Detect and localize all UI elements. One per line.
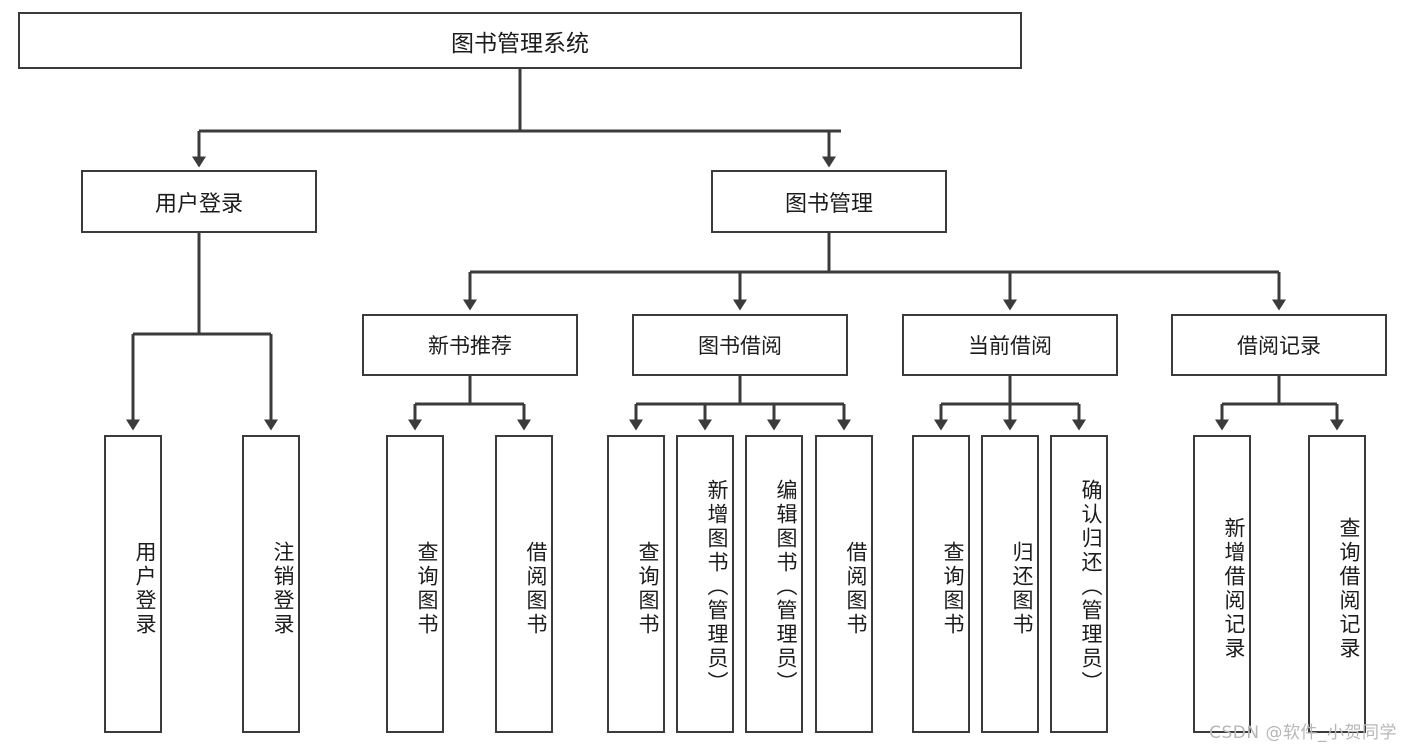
node-leaf-borrow-book-1-label: 借阅图书: [524, 541, 548, 637]
node-book-manage-label: 图书管理: [784, 191, 873, 217]
node-leaf-borrow-book-1[interactable]: 借阅图书: [495, 435, 553, 733]
node-current-borrow[interactable]: 当前借阅: [902, 314, 1118, 376]
node-leaf-edit-book-label: 编辑图书（管理员）: [774, 479, 798, 695]
node-leaf-user-login[interactable]: 用户登录: [104, 435, 162, 733]
node-leaf-add-book-label: 新增图书（管理员）: [705, 479, 729, 695]
node-leaf-query-book-1[interactable]: 查询图书: [386, 435, 444, 733]
node-new-book-rec-label: 新书推荐: [428, 334, 512, 358]
node-book-manage[interactable]: 图书管理: [711, 170, 947, 233]
node-leaf-query-record[interactable]: 查询借阅记录: [1308, 435, 1366, 733]
node-leaf-confirm-return[interactable]: 确认归还（管理员）: [1050, 435, 1108, 733]
node-user-login-label: 用户登录: [154, 191, 243, 217]
node-leaf-return-book-label: 归还图书: [1010, 541, 1034, 637]
node-root-label: 图书管理系统: [451, 30, 589, 57]
node-leaf-query-book-2-label: 查询图书: [636, 541, 660, 637]
node-leaf-add-record-label: 新增借阅记录: [1222, 517, 1246, 661]
node-leaf-query-book-2[interactable]: 查询图书: [607, 435, 665, 733]
watermark: CSDN @软件_小贺同学: [1209, 723, 1397, 743]
node-leaf-query-book-3[interactable]: 查询图书: [912, 435, 970, 733]
node-current-borrow-label: 当前借阅: [968, 334, 1052, 358]
node-leaf-user-login-label: 用户登录: [133, 541, 157, 637]
node-leaf-logout-label: 注销登录: [271, 541, 295, 637]
node-leaf-edit-book[interactable]: 编辑图书（管理员）: [745, 435, 803, 733]
node-user-login[interactable]: 用户登录: [81, 170, 317, 233]
node-root[interactable]: 图书管理系统: [18, 12, 1022, 69]
node-leaf-borrow-book-2-label: 借阅图书: [844, 541, 868, 637]
node-leaf-borrow-book-2[interactable]: 借阅图书: [815, 435, 873, 733]
node-leaf-add-record[interactable]: 新增借阅记录: [1193, 435, 1251, 733]
node-leaf-query-book-1-label: 查询图书: [415, 541, 439, 637]
node-book-borrow-label: 图书借阅: [698, 334, 782, 358]
node-leaf-query-book-3-label: 查询图书: [941, 541, 965, 637]
node-borrow-record[interactable]: 借阅记录: [1171, 314, 1387, 376]
node-leaf-add-book[interactable]: 新增图书（管理员）: [676, 435, 734, 733]
node-leaf-confirm-return-label: 确认归还（管理员）: [1079, 479, 1103, 695]
node-leaf-logout[interactable]: 注销登录: [242, 435, 300, 733]
node-new-book-rec[interactable]: 新书推荐: [362, 314, 578, 376]
node-leaf-return-book[interactable]: 归还图书: [981, 435, 1039, 733]
node-leaf-query-record-label: 查询借阅记录: [1337, 517, 1361, 661]
node-borrow-record-label: 借阅记录: [1237, 334, 1321, 358]
node-book-borrow[interactable]: 图书借阅: [632, 314, 848, 376]
